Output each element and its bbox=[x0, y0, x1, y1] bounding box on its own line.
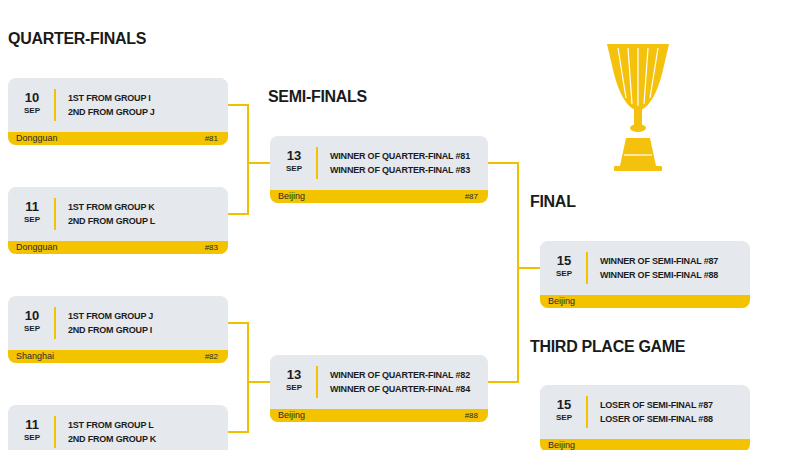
venue-name: Beijing bbox=[548, 439, 575, 450]
game-number: #88 bbox=[465, 409, 478, 422]
bracket-connector bbox=[488, 163, 540, 268]
match-month: SEP bbox=[16, 433, 48, 442]
bracket-connector bbox=[228, 163, 270, 214]
match-month: SEP bbox=[16, 324, 48, 333]
match-day: 13 bbox=[278, 149, 310, 163]
venue-name: Dongguan bbox=[16, 241, 58, 254]
divider-bar bbox=[586, 396, 588, 428]
bracket-connector bbox=[488, 268, 540, 382]
match-day: 15 bbox=[548, 398, 580, 412]
match-card: 15SEP LOSER OF SEMI-FINAL #87LOSER OF SEM… bbox=[540, 385, 750, 450]
team-slot: WINNER OF QUARTER-FINAL #84 bbox=[330, 384, 470, 395]
bracket-connector bbox=[228, 382, 270, 432]
bracket-connector bbox=[228, 105, 270, 163]
team-slot: 2ND FROM GROUP J bbox=[68, 107, 155, 118]
round-heading: THIRD PLACE GAME bbox=[530, 338, 685, 356]
match-month: SEP bbox=[16, 106, 48, 115]
divider-bar bbox=[54, 198, 56, 230]
venue-name: Beijing bbox=[278, 190, 305, 203]
divider-bar bbox=[54, 307, 56, 339]
venue-name: Beijing bbox=[548, 295, 575, 308]
match-day: 13 bbox=[278, 368, 310, 382]
game-number: #87 bbox=[465, 190, 478, 203]
team-slot: WINNER OF SEMI-FINAL #88 bbox=[600, 270, 718, 281]
venue-name: Shanghai bbox=[16, 350, 54, 363]
divider-bar bbox=[586, 252, 588, 284]
match-month: SEP bbox=[548, 269, 580, 278]
divider-bar bbox=[316, 147, 318, 179]
team-slot: LOSER OF SEMI-FINAL #88 bbox=[600, 414, 713, 425]
match-card: 11SEP 1ST FROM GROUP L 2ND FROM GROUP K bbox=[8, 405, 228, 450]
team-slot: WINNER OF SEMI-FINAL #87 bbox=[600, 256, 718, 267]
team-slot: 1ST FROM GROUP K bbox=[68, 202, 155, 213]
divider-bar bbox=[54, 416, 56, 448]
match-card: 10SEP 1ST FROM GROUP J 2ND FROM GROUP I Sha… bbox=[8, 296, 228, 363]
team-slot: WINNER OF QUARTER-FINAL #82 bbox=[330, 370, 470, 381]
match-month: SEP bbox=[16, 215, 48, 224]
match-day: 10 bbox=[16, 309, 48, 323]
game-number: #83 bbox=[205, 241, 218, 254]
match-card: 13SEP WINNER OF QUARTER-FINAL #82WINNER O… bbox=[270, 355, 488, 422]
team-slot: 2ND FROM GROUP K bbox=[68, 434, 156, 445]
round-heading: SEMI-FINALS bbox=[268, 88, 367, 106]
match-day: 15 bbox=[548, 254, 580, 268]
match-day: 11 bbox=[16, 418, 48, 432]
team-slot: 1ST FROM GROUP L bbox=[68, 420, 154, 431]
team-slot: 2ND FROM GROUP I bbox=[68, 325, 152, 336]
round-heading: FINAL bbox=[530, 193, 576, 211]
match-month: SEP bbox=[548, 413, 580, 422]
game-number: #82 bbox=[205, 350, 218, 363]
round-heading: QUARTER-FINALS bbox=[8, 30, 146, 48]
team-slot: 1ST FROM GROUP J bbox=[68, 311, 153, 322]
divider-bar bbox=[316, 366, 318, 398]
team-slot: 2ND FROM GROUP L bbox=[68, 216, 155, 227]
match-card: 13SEP WINNER OF QUARTER-FINAL #81WINNER O… bbox=[270, 136, 488, 203]
bracket-connector bbox=[228, 323, 270, 382]
team-slot: WINNER OF QUARTER-FINAL #81 bbox=[330, 151, 470, 162]
match-card: 15SEP WINNER OF SEMI-FINAL #87WINNER OF S… bbox=[540, 241, 750, 308]
match-day: 10 bbox=[16, 91, 48, 105]
team-slot: 1ST FROM GROUP I bbox=[68, 93, 151, 104]
match-month: SEP bbox=[278, 164, 310, 173]
match-day: 11 bbox=[16, 200, 48, 214]
team-slot: WINNER OF QUARTER-FINAL #83 bbox=[330, 165, 470, 176]
venue-name: Dongguan bbox=[16, 132, 58, 145]
venue-name: Beijing bbox=[278, 409, 305, 422]
divider-bar bbox=[54, 89, 56, 121]
match-card: 10SEP 1ST FROM GROUP I 2ND FROM GROUP J Don… bbox=[8, 78, 228, 145]
game-number: #81 bbox=[205, 132, 218, 145]
match-card: 11SEP 1ST FROM GROUP K 2ND FROM GROUP L Don… bbox=[8, 187, 228, 254]
team-slot: LOSER OF SEMI-FINAL #87 bbox=[600, 400, 713, 411]
match-month: SEP bbox=[278, 383, 310, 392]
